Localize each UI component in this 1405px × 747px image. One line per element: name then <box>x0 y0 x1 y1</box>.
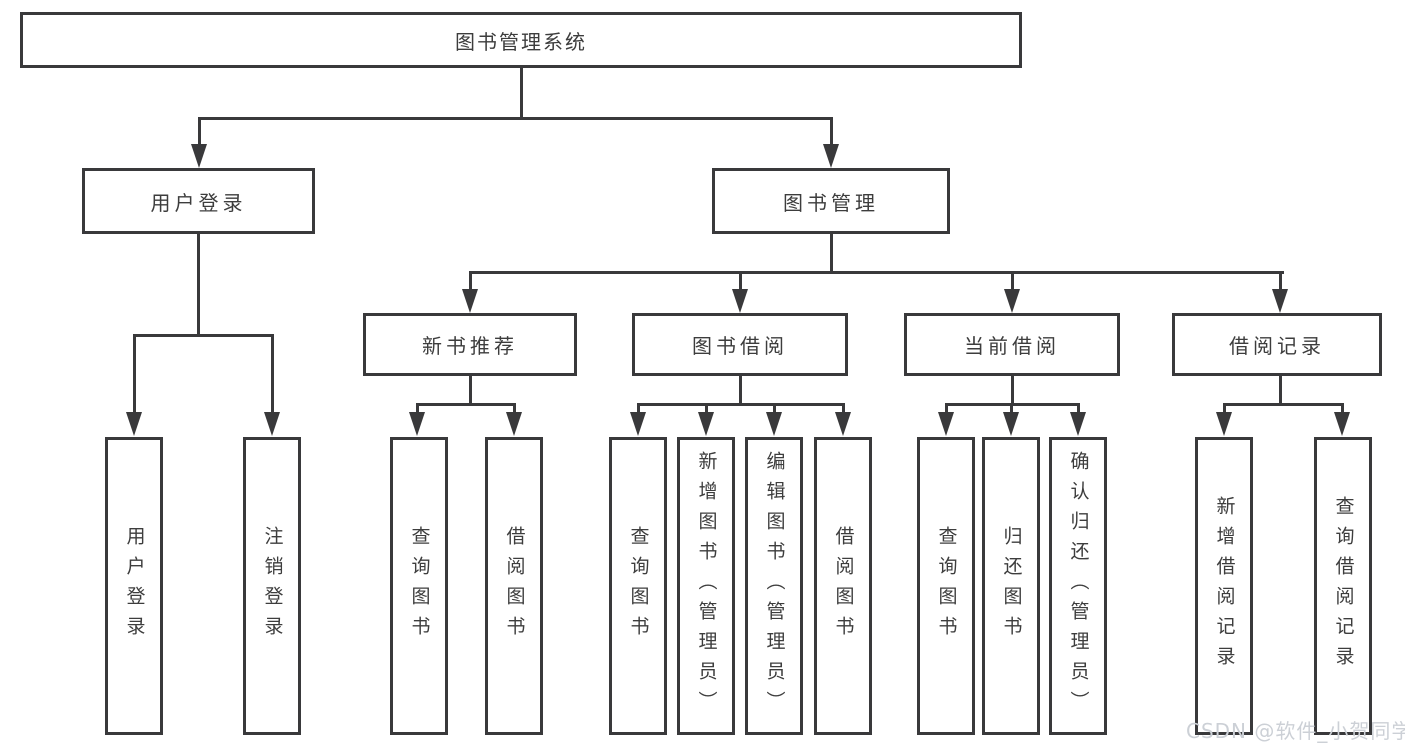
connector-arrow-bb-add-shaft <box>704 404 708 414</box>
node-book-management-box: 图书管理 <box>712 168 950 234</box>
connector-arrow-br-query-shaft <box>1340 404 1344 414</box>
leaf-user-login-box: 用户登录 <box>105 437 163 735</box>
node-book-borrow-label: 图书借阅 <box>692 334 788 358</box>
connector-arrow-nb-borrow-shaft <box>512 404 516 414</box>
leaf-br-query-record-label: 查询借阅记录 <box>1332 496 1355 676</box>
leaf-logout-label: 注销登录 <box>261 526 284 646</box>
connector-arrow-user-login-shaft <box>197 118 201 148</box>
leaf-bb-edit-books-admin-box: 编辑图书（管理员） <box>745 437 803 735</box>
connector-user-login-split-line <box>132 333 274 337</box>
connector-arrow-cb-return-shaft <box>1009 404 1013 414</box>
arrowhead-bb-borrow <box>835 412 851 436</box>
arrowhead-cb-return <box>1003 412 1019 436</box>
arrowhead-cb-query <box>938 412 954 436</box>
node-borrow-record-box: 借阅记录 <box>1172 313 1382 376</box>
leaf-cb-query-books-box: 查询图书 <box>917 437 975 735</box>
node-user-login-label: 用户登录 <box>150 190 247 215</box>
node-current-borrow-label: 当前借阅 <box>964 334 1060 358</box>
connector-arrow-cb-confirm-shaft <box>1076 404 1080 414</box>
arrowhead-br-add <box>1216 412 1232 436</box>
leaf-nb-borrow-books-label: 借阅图书 <box>503 526 526 646</box>
connector-root-split-line <box>197 116 833 120</box>
arrowhead-nb-query <box>409 412 425 436</box>
arrowhead-leaf-logout <box>264 412 280 436</box>
connector-arrow-book-management-shaft <box>829 118 833 148</box>
connector-arrow-leaf-login-shaft <box>132 335 136 414</box>
connector-arrow-cb-query-shaft <box>944 404 948 414</box>
connector-new-book-split-line <box>415 402 516 406</box>
node-new-book-recommend-label: 新书推荐 <box>422 334 518 358</box>
connector-arrow-bb-borrow-shaft <box>841 404 845 414</box>
connector-borrow-record-split-line <box>1222 402 1344 406</box>
leaf-user-login-label: 用户登录 <box>123 526 146 646</box>
arrowhead-bb-add <box>698 412 714 436</box>
leaf-bb-borrow-books-label: 借阅图书 <box>832 526 855 646</box>
leaf-cb-return-books-box: 归还图书 <box>982 437 1040 735</box>
leaf-nb-query-books-label: 查询图书 <box>408 526 431 646</box>
connector-book-management-split-line <box>468 270 1284 274</box>
arrowhead-br-query <box>1334 412 1350 436</box>
arrowhead-bb-edit <box>766 412 782 436</box>
leaf-cb-return-books-label: 归还图书 <box>1000 526 1023 646</box>
arrowhead-user-login <box>191 144 207 168</box>
connector-arrow-bb-edit-shaft <box>772 404 776 414</box>
leaf-nb-borrow-books-box: 借阅图书 <box>485 437 543 735</box>
connector-arrow-new-book-shaft <box>468 272 472 291</box>
root-node-label: 图书管理系统 <box>455 29 587 54</box>
node-user-login-box: 用户登录 <box>82 168 315 234</box>
leaf-cb-confirm-return-admin-label: 确认归还（管理员） <box>1067 451 1090 721</box>
node-book-borrow-box: 图书借阅 <box>632 313 848 376</box>
arrowhead-bb-query <box>630 412 646 436</box>
node-borrow-record-label: 借阅记录 <box>1229 334 1325 358</box>
leaf-bb-edit-books-admin-label: 编辑图书（管理员） <box>763 451 786 721</box>
leaf-bb-borrow-books-box: 借阅图书 <box>814 437 872 735</box>
connector-root-stem-line <box>519 68 523 118</box>
arrowhead-book-borrow <box>732 289 748 313</box>
connector-new-book-stem-line <box>468 376 472 404</box>
node-current-borrow-box: 当前借阅 <box>904 313 1120 376</box>
arrowhead-current-borrow <box>1004 289 1020 313</box>
connector-user-login-stem-line <box>196 234 200 335</box>
leaf-bb-query-books-label: 查询图书 <box>627 526 650 646</box>
connector-current-borrow-stem-line <box>1010 376 1014 404</box>
node-book-management-label: 图书管理 <box>783 190 879 215</box>
connector-borrow-record-stem-line <box>1278 376 1282 404</box>
connector-arrow-book-borrow-shaft <box>738 272 742 291</box>
connector-arrow-current-borrow-shaft <box>1010 272 1014 291</box>
leaf-cb-confirm-return-admin-box: 确认归还（管理员） <box>1049 437 1107 735</box>
leaf-br-add-record-box: 新增借阅记录 <box>1195 437 1253 735</box>
root-node-box: 图书管理系统 <box>20 12 1022 68</box>
arrowhead-borrow-record <box>1272 289 1288 313</box>
arrowhead-new-book <box>462 289 478 313</box>
leaf-nb-query-books-box: 查询图书 <box>390 437 448 735</box>
csdn-watermark: CSDN @软件_小贺同学 <box>1186 719 1405 743</box>
leaf-br-add-record-label: 新增借阅记录 <box>1213 496 1236 676</box>
leaf-bb-query-books-box: 查询图书 <box>609 437 667 735</box>
connector-book-management-stem-line <box>829 234 833 272</box>
arrowhead-nb-borrow <box>506 412 522 436</box>
leaf-bb-add-books-admin-label: 新增图书（管理员） <box>695 451 718 721</box>
connector-arrow-nb-query-shaft <box>415 404 419 414</box>
connector-book-borrow-stem-line <box>738 376 742 404</box>
connector-arrow-leaf-logout-shaft <box>270 335 274 414</box>
leaf-bb-add-books-admin-box: 新增图书（管理员） <box>677 437 735 735</box>
node-new-book-recommend-box: 新书推荐 <box>363 313 577 376</box>
connector-book-borrow-split-line <box>636 402 845 406</box>
arrowhead-book-management <box>823 144 839 168</box>
connector-arrow-br-add-shaft <box>1222 404 1226 414</box>
connector-arrow-borrow-record-shaft <box>1278 272 1282 291</box>
connector-arrow-bb-query-shaft <box>636 404 640 414</box>
leaf-br-query-record-box: 查询借阅记录 <box>1314 437 1372 735</box>
arrowhead-leaf-login <box>126 412 142 436</box>
leaf-logout-box: 注销登录 <box>243 437 301 735</box>
leaf-cb-query-books-label: 查询图书 <box>935 526 958 646</box>
arrowhead-cb-confirm <box>1070 412 1086 436</box>
